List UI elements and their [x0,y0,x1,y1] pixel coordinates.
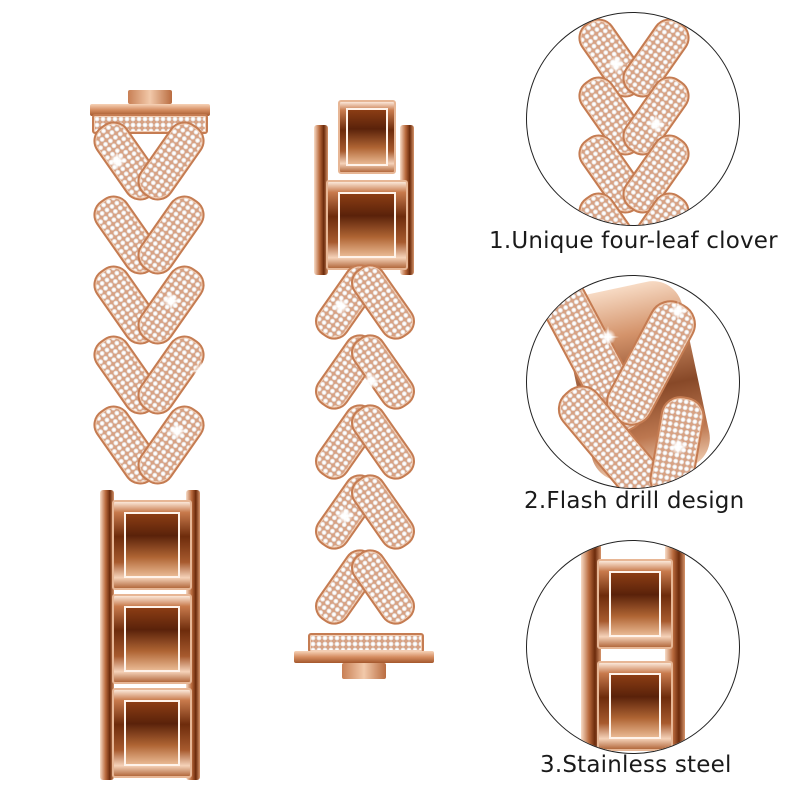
left-watch-band [70,90,230,790]
feature-caption-3: 3.Stainless steel [540,752,732,778]
steel-link [326,180,408,270]
steel-side [314,125,328,275]
detail-circle-clover [526,12,740,226]
crystal-link [308,258,422,346]
crystal-link [86,114,212,208]
steel-side [100,490,114,780]
crystal-link [308,398,422,486]
crystal-link [86,328,212,422]
steel-link [112,500,192,590]
feature-caption-1: 1.Unique four-leaf clover [489,228,778,254]
crystal-link [86,188,212,282]
crystal-link [308,468,422,556]
crystal-link [86,258,212,352]
adapter-pin [342,663,386,679]
detail-circle-flash-drill [526,275,740,489]
steel-link [112,688,192,778]
middle-watch-band [290,95,440,775]
steel-link [338,100,396,174]
triangle-bottom-crystal [308,633,424,653]
crystal-link [308,328,422,416]
crystal-link [308,543,422,631]
crystal-link [86,398,212,492]
steel-link [112,594,192,684]
adapter-bar [294,651,434,663]
adapter-pin [128,90,172,104]
detail-circle-steel [526,540,740,754]
adapter-bar [90,104,210,116]
feature-caption-2: 2.Flash drill design [524,488,745,514]
